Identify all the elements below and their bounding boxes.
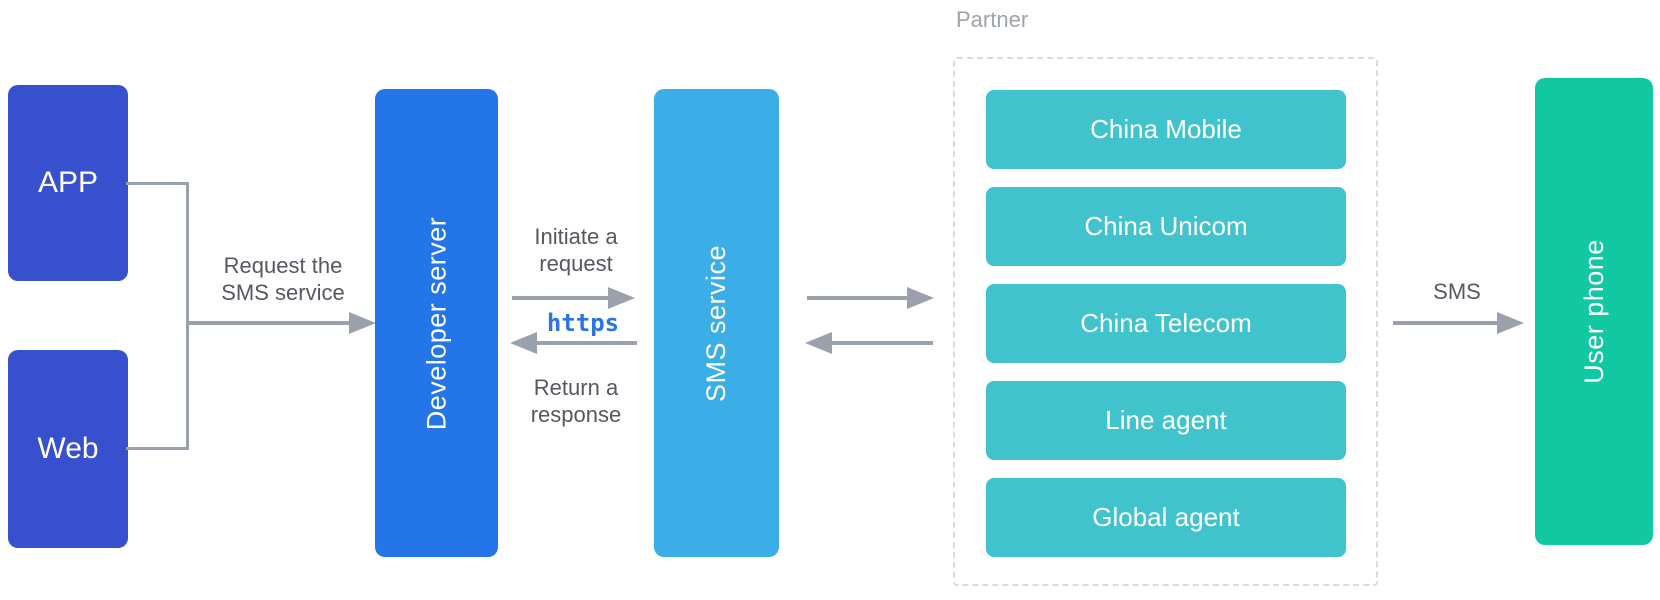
web-connector-line bbox=[126, 447, 189, 450]
carrier-china-unicom-label: China Unicom bbox=[1084, 211, 1248, 241]
from-partner-arrow-head bbox=[805, 332, 832, 354]
return-response-label-line2: response bbox=[530, 402, 622, 427]
request-arrow-head bbox=[349, 312, 376, 334]
user-phone-node: User phone bbox=[1535, 78, 1653, 545]
sms-service-label: SMS service bbox=[701, 244, 732, 402]
carrier-china-mobile-label: China Mobile bbox=[1090, 114, 1242, 144]
web-node-label: Web bbox=[37, 432, 99, 465]
initiate-arrow-head bbox=[608, 287, 635, 309]
carrier-global-agent-label: Global agent bbox=[1092, 502, 1240, 532]
user-phone-label: User phone bbox=[1578, 239, 1609, 384]
developer-server-node: Developer server bbox=[375, 89, 498, 557]
junction-connector-line bbox=[186, 182, 189, 450]
carrier-china-mobile: China Mobile bbox=[986, 90, 1346, 169]
initiate-request-label-line1: Initiate a bbox=[534, 224, 618, 249]
developer-server-label: Developer server bbox=[421, 216, 451, 430]
return-arrow-head bbox=[510, 332, 537, 354]
app-connector-line bbox=[126, 182, 189, 185]
app-node: APP bbox=[8, 85, 128, 281]
request-arrow-line bbox=[187, 321, 349, 325]
app-node-label: APP bbox=[37, 166, 99, 199]
partner-group-box: China Mobile China Unicom China Telecom … bbox=[953, 57, 1378, 586]
request-sms-label-line2: SMS service bbox=[221, 280, 345, 305]
request-sms-label: Request the SMS service bbox=[183, 252, 383, 306]
carrier-china-unicom: China Unicom bbox=[986, 187, 1346, 266]
sms-service-node: SMS service bbox=[654, 89, 779, 557]
carrier-line-agent: Line agent bbox=[986, 381, 1346, 460]
initiate-request-label-line2: request bbox=[539, 251, 613, 276]
partner-group-title: Partner bbox=[956, 7, 1029, 32]
to-partner-arrow-line bbox=[807, 296, 907, 300]
return-response-label-line1: Return a bbox=[533, 375, 619, 400]
return-response-label: Return a response bbox=[486, 374, 666, 428]
https-label: https bbox=[546, 309, 620, 337]
web-node: Web bbox=[8, 350, 128, 548]
initiate-arrow-line bbox=[512, 296, 608, 300]
carrier-china-telecom: China Telecom bbox=[986, 284, 1346, 363]
carrier-line-agent-label: Line agent bbox=[1105, 405, 1227, 435]
sms-delivery-label: SMS bbox=[1433, 279, 1481, 304]
carrier-global-agent: Global agent bbox=[986, 478, 1346, 557]
initiate-request-label: Initiate a request bbox=[486, 223, 666, 277]
return-arrow-line bbox=[537, 341, 637, 345]
to-partner-arrow-head bbox=[907, 287, 934, 309]
from-partner-arrow-line bbox=[832, 341, 933, 345]
sms-delivery-arrow-line bbox=[1393, 321, 1497, 325]
request-sms-label-line1: Request the bbox=[223, 253, 343, 278]
sms-delivery-arrow-head bbox=[1497, 312, 1524, 334]
carrier-china-telecom-label: China Telecom bbox=[1080, 308, 1252, 338]
